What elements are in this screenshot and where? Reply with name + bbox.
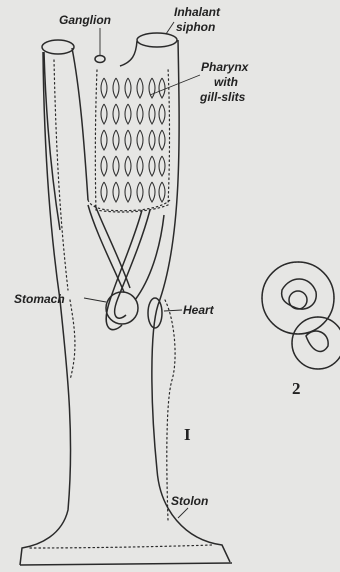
gill-slit bbox=[113, 182, 119, 202]
label-pharynx: Pharynx bbox=[201, 60, 250, 74]
pharynx-basket bbox=[95, 68, 169, 212]
label-inhalant: Inhalant bbox=[174, 5, 221, 19]
gill-slit bbox=[101, 78, 107, 98]
stomach bbox=[106, 292, 138, 324]
label-gill-slits: gill-slits bbox=[199, 90, 246, 104]
gill-slit bbox=[149, 104, 155, 124]
gill-slit bbox=[149, 156, 155, 176]
gill-slit bbox=[137, 78, 143, 98]
gill-slit bbox=[125, 130, 131, 150]
label-heart: Heart bbox=[183, 303, 215, 317]
gill-slit bbox=[137, 104, 143, 124]
gill-slit bbox=[113, 78, 119, 98]
gill-slit bbox=[149, 130, 155, 150]
figure-number-1: I bbox=[184, 425, 191, 444]
label-stomach: Stomach bbox=[14, 292, 65, 306]
gill-slit bbox=[101, 130, 107, 150]
figure-number-2: 2 bbox=[292, 379, 301, 398]
gill-slit bbox=[125, 182, 131, 202]
gill-slit bbox=[113, 156, 119, 176]
ganglion bbox=[95, 56, 105, 63]
label-ganglion: Ganglion bbox=[59, 13, 111, 27]
gill-slit bbox=[159, 156, 165, 176]
label-stolon: Stolon bbox=[171, 494, 208, 508]
gill-slit bbox=[159, 78, 165, 98]
gill-slit bbox=[125, 104, 131, 124]
gill-slit bbox=[101, 182, 107, 202]
gill-slit bbox=[137, 130, 143, 150]
inhalant-siphon bbox=[120, 33, 177, 66]
label-with: with bbox=[214, 75, 238, 89]
gill-slit bbox=[125, 156, 131, 176]
gill-slit bbox=[113, 130, 119, 150]
bud-figure bbox=[262, 262, 340, 369]
gill-slit bbox=[125, 78, 131, 98]
label-siphon: siphon bbox=[176, 20, 215, 34]
gill-slit bbox=[149, 182, 155, 202]
gut bbox=[88, 205, 150, 330]
gill-slit bbox=[101, 156, 107, 176]
gill-slit bbox=[113, 104, 119, 124]
gill-slit bbox=[159, 130, 165, 150]
leader-lines bbox=[84, 22, 200, 518]
gill-slit bbox=[159, 182, 165, 202]
gill-slit bbox=[137, 156, 143, 176]
gill-slit bbox=[149, 78, 155, 98]
gill-slit bbox=[101, 104, 107, 124]
gill-slit bbox=[159, 104, 165, 124]
gill-slit bbox=[137, 182, 143, 202]
